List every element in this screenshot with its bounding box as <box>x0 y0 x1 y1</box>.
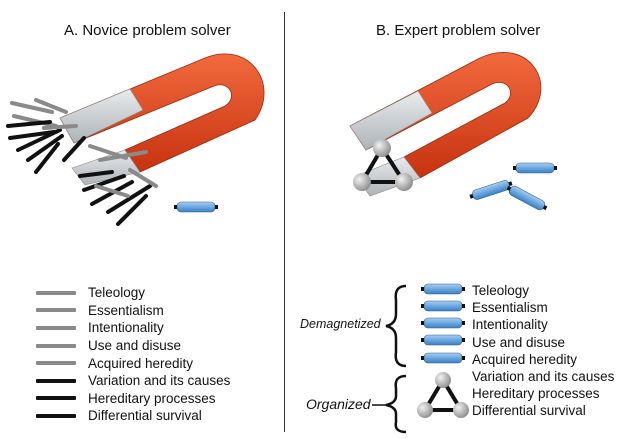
legend-a-item: Variation and its causes <box>36 372 230 390</box>
legend-a-item: Differential survival <box>36 407 230 425</box>
panel-divider <box>284 12 285 432</box>
gray-bar-swatch <box>36 290 76 295</box>
organized-label: Organized <box>306 396 371 412</box>
legend-a-label: Teleology <box>88 285 146 301</box>
legend-a-item: Intentionality <box>36 319 230 337</box>
legend-a-label: Essentialism <box>88 302 164 318</box>
legend-b-item: Intentionality <box>472 317 548 333</box>
legend-b-item: Variation and its causes <box>472 369 615 385</box>
legend-b-item: Acquired heredity <box>472 351 578 367</box>
legend-a-label: Intentionality <box>88 320 164 336</box>
legend-a: Teleology Essentialism Intentionality Us… <box>36 284 230 425</box>
legend-b-item: Teleology <box>472 283 530 299</box>
magnet-b <box>349 52 542 197</box>
legend-a-label: Acquired heredity <box>88 355 194 371</box>
gray-bar-swatch <box>36 343 76 348</box>
legend-a-label: Hereditary processes <box>88 390 216 406</box>
legend-b-item: Hereditary processes <box>472 386 600 402</box>
legend-a-item: Essentialism <box>36 302 230 320</box>
demagnetized-label: Demagnetized <box>300 317 381 331</box>
magnet-a <box>59 53 265 186</box>
filings-a <box>6 98 158 226</box>
organized-bracket <box>385 374 407 434</box>
lone-cylinder-a <box>173 201 219 213</box>
legend-a-label: Variation and its causes <box>88 373 231 389</box>
legend-b-item: Essentialism <box>472 300 548 316</box>
demagnetized-cylinders-b <box>468 162 558 214</box>
legend-b-triangle <box>417 372 469 418</box>
panel-b-title: B. Expert problem solver <box>376 22 541 39</box>
legend-b-item: Use and disuse <box>472 334 566 350</box>
legend-b: Teleology Essentialism Intentionality Us… <box>472 282 614 420</box>
gray-bar-swatch <box>36 325 76 330</box>
panel-a-title: A. Novice problem solver <box>64 22 231 39</box>
legend-b-item: Differential survival <box>472 403 586 419</box>
legend-a-item: Use and disuse <box>36 337 230 355</box>
organized-concepts-b <box>353 139 413 191</box>
gray-bar-swatch <box>36 361 76 366</box>
gray-bar-swatch <box>36 308 76 313</box>
black-bar-swatch <box>36 378 76 383</box>
legend-b-cylinders <box>420 283 466 364</box>
legend-a-item: Teleology <box>36 284 230 302</box>
demagnetized-bracket <box>385 284 407 368</box>
legend-a-item: Acquired heredity <box>36 354 230 372</box>
legend-a-label: Differential survival <box>88 408 202 424</box>
legend-a-label: Use and disuse <box>88 338 182 354</box>
legend-a-item: Hereditary processes <box>36 390 230 408</box>
black-bar-swatch <box>36 413 76 418</box>
black-bar-swatch <box>36 396 76 401</box>
